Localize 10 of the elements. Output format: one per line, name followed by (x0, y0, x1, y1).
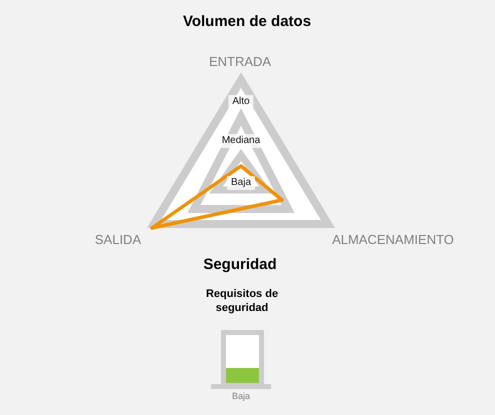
level-label: Baja (227, 176, 255, 190)
axis-label: SALIDA (94, 232, 142, 249)
level-label: Mediana (218, 134, 264, 148)
section-heading: Seguridad (203, 255, 277, 274)
level-label: Alto (228, 95, 254, 109)
gauge-title: Requisitos de seguridad (204, 287, 280, 316)
gauge-value-label: Baja (232, 391, 250, 403)
chart-title: Volumen de datos (182, 12, 312, 32)
axis-label: ENTRADA (208, 54, 272, 71)
axis-label: ALMACENAMIENTO (332, 232, 454, 249)
